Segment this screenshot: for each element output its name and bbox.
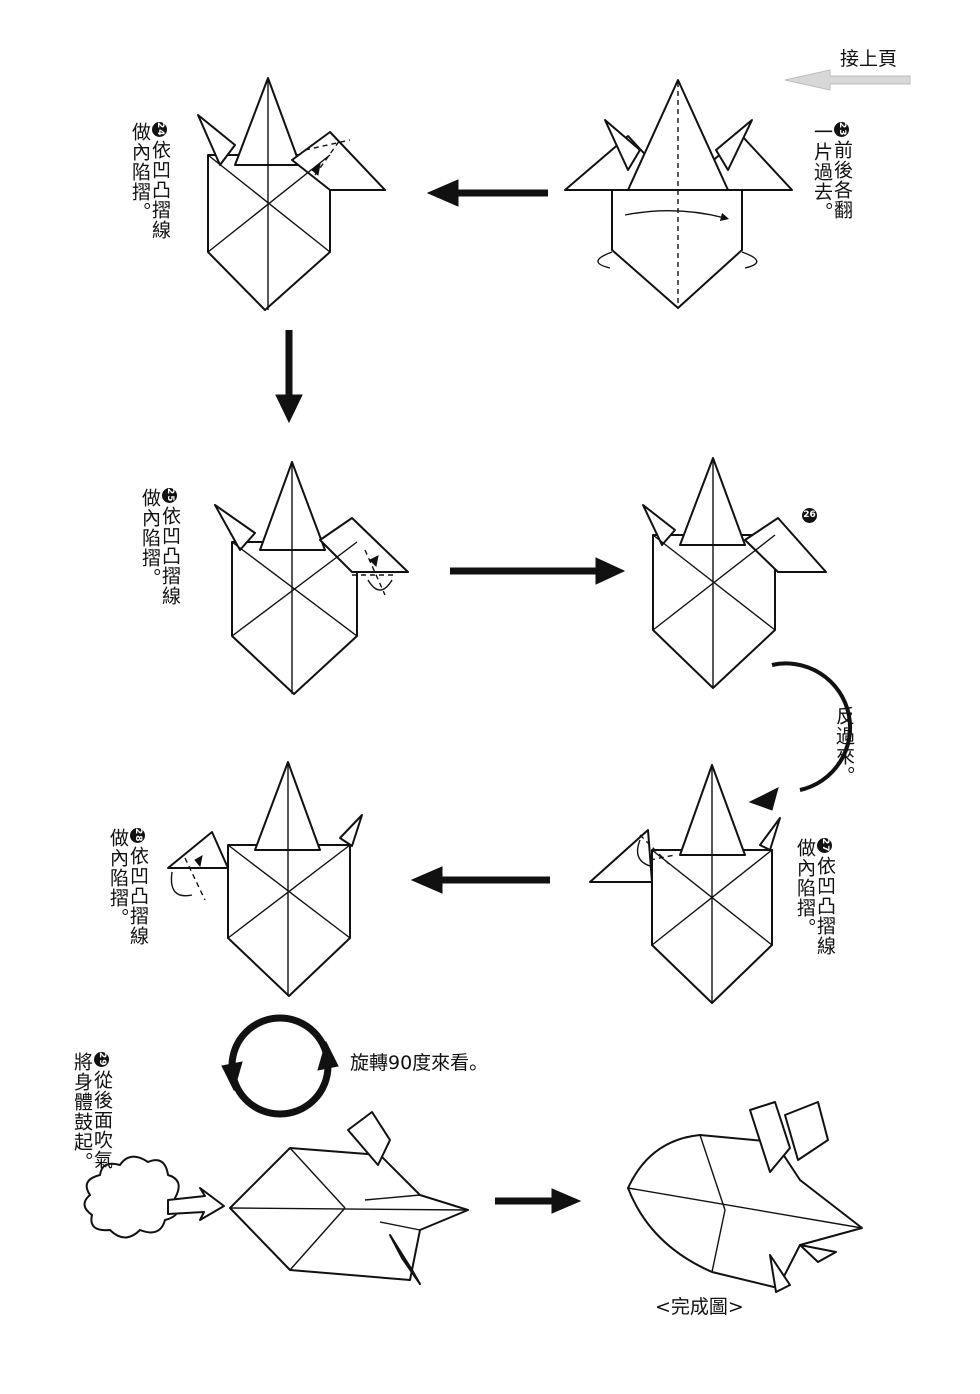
- step-instruction: 依凹凸摺線 做內陷摺。: [129, 122, 171, 240]
- arrow-right-icon: [450, 557, 626, 585]
- step-28-label: 28依凹凸摺線 做內陷摺。: [107, 828, 168, 946]
- step-number-badge: 28: [130, 828, 145, 843]
- arrow-left-icon: [410, 866, 550, 894]
- step-number-badge: 29: [94, 1052, 109, 1067]
- step-27-figure: [589, 764, 781, 1004]
- step-number-badge: 25: [162, 488, 177, 503]
- step-instruction: 從後面吹氣 將身體鼓起。: [71, 1052, 113, 1172]
- finished-label: <完成圖>: [655, 1296, 744, 1318]
- step-29-label: 29從後面吹氣 將身體鼓起。: [71, 1052, 132, 1172]
- finished-figure: [627, 1101, 863, 1293]
- step-29-figure: [229, 1111, 469, 1285]
- step-number-badge: 23: [834, 122, 849, 137]
- air-puff-icon: [83, 1155, 225, 1239]
- step-24-figure: [197, 77, 386, 311]
- step-instruction: 依凹凸摺線 做內陷摺。: [107, 828, 149, 946]
- step-number-badge: 27: [817, 838, 832, 853]
- flip-over-label: 反過來。: [833, 706, 855, 786]
- step-25-figure: [214, 461, 409, 695]
- arrow-left-icon: [426, 179, 548, 207]
- step-26-figure: [642, 457, 827, 689]
- step-24-label: 24依凹凸摺線 做內陷摺。: [129, 122, 190, 240]
- step-23-label: 23前後各翻 一片過去。: [811, 122, 872, 222]
- rotate-label: 旋轉90度來看。: [350, 1052, 489, 1074]
- continue-label: 接上頁: [840, 48, 898, 70]
- step-25-label: 25依凹凸摺線 做內陷摺。: [139, 488, 200, 606]
- step-27-label: 27依凹凸摺線 做內陷摺。: [794, 838, 855, 956]
- step-28-figure: [167, 761, 363, 997]
- step-number-badge: 26: [802, 508, 817, 523]
- arrow-down-icon: [275, 330, 303, 424]
- step-instruction: 依凹凸摺線 做內陷摺。: [139, 488, 181, 606]
- continue-arrow-icon: [784, 69, 911, 91]
- step-instruction: 前後各翻 一片過去。: [811, 122, 853, 222]
- step-23-figure: [564, 79, 793, 309]
- step-instruction: 依凹凸摺線 做內陷摺。: [794, 838, 836, 956]
- rotate-arrow-icon: [221, 1014, 339, 1118]
- step-number-badge: 24: [152, 122, 167, 137]
- flip-over-arrow-icon: [748, 661, 853, 811]
- step-26-label: 26: [802, 502, 817, 526]
- arrow-right-icon: [495, 1188, 582, 1214]
